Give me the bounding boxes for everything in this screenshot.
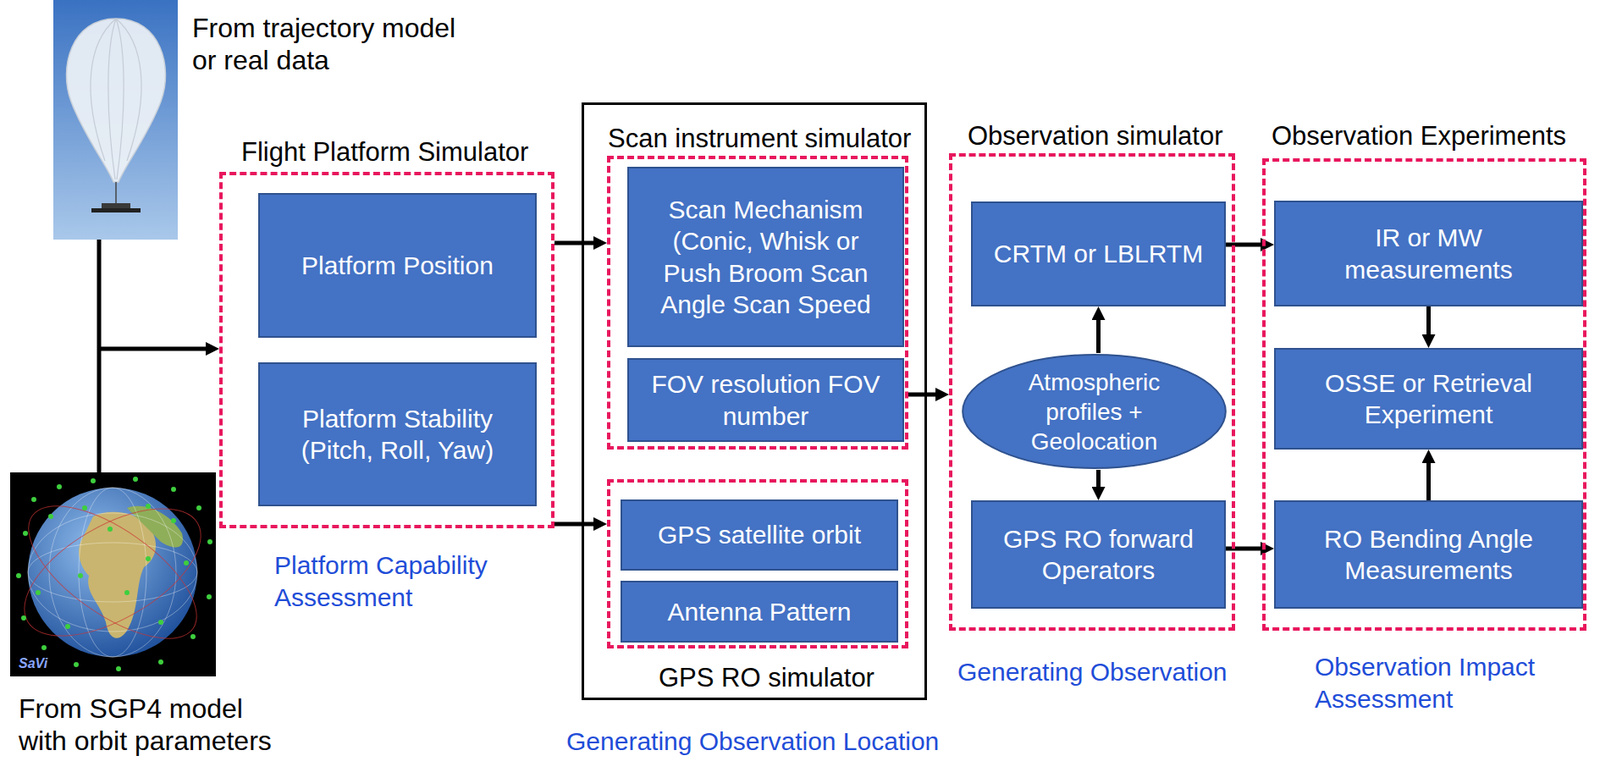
group-heading: Scan instrument simulator xyxy=(607,122,911,155)
flow-arrow xyxy=(1096,469,1101,491)
process-box: CRTM or LBLRTM xyxy=(971,201,1226,307)
process-box: IR or MW measurements xyxy=(1274,200,1584,307)
flow-arrow xyxy=(908,392,939,398)
group-heading: Flight Platform Simulator xyxy=(241,136,529,168)
dashed-group: GPS RO simulatorGPS satellite orbitAnten… xyxy=(606,479,909,649)
flow-arrow xyxy=(1225,242,1264,248)
globe-grid xyxy=(27,487,198,657)
globe-sphere xyxy=(27,487,198,657)
dashed-group: Scan instrument simulatorScan Mechanism … xyxy=(606,155,909,450)
box-label: IR or MW measurements xyxy=(1294,221,1563,286)
box-label: RO Bending Angle Measurements xyxy=(1294,523,1563,587)
process-box: Platform Stability (Pitch, Roll, Yaw) xyxy=(258,362,537,507)
dashed-group: Observation ExperimentsObservation Impac… xyxy=(1262,158,1587,631)
group-heading: Observation simulator xyxy=(967,120,1224,152)
input-wire xyxy=(99,239,210,473)
box-label: Platform Position xyxy=(301,249,494,282)
flow-arrow xyxy=(554,241,597,246)
orbit-traces xyxy=(4,481,221,664)
balloon-envelope xyxy=(66,18,166,183)
globe-background xyxy=(10,472,216,677)
balloon-payload xyxy=(101,203,131,209)
process-box: GPS satellite orbit xyxy=(620,499,899,571)
box-label: Antenna Pattern xyxy=(667,595,852,629)
flow-arrow xyxy=(1096,316,1101,354)
flow-arrow xyxy=(554,522,597,527)
dashed-group: Observation simulatorGenerating Observat… xyxy=(948,153,1236,631)
simulator-frame: Generating Observation LocationScan inst… xyxy=(581,102,927,701)
stage-caption: Observation Impact Assessment xyxy=(1314,651,1569,715)
source-note: From SGP4 model with orbit parameters xyxy=(18,692,286,758)
box-label: Scan Mechanism (Conic, Whisk or Push Bro… xyxy=(647,193,884,321)
box-label: Platform Stability (Pitch, Roll, Yaw) xyxy=(278,402,517,467)
box-label: OSSE or Retrieval Experiment xyxy=(1294,367,1563,431)
satellite-dots xyxy=(16,476,213,672)
box-label: FOV resolution FOV number xyxy=(647,368,884,432)
stage-caption: Generating Observation xyxy=(957,656,1228,689)
box-label: CRTM or LBLRTM xyxy=(993,237,1203,271)
balloon-solar-panel xyxy=(91,208,141,213)
globe-image xyxy=(4,472,221,677)
ellipse-shape xyxy=(962,354,1226,469)
group-heading: Observation Experiments xyxy=(1271,120,1567,152)
flow-arrow xyxy=(1426,459,1431,501)
box-label: GPS RO forward Operators xyxy=(991,523,1206,587)
stage-caption: Platform Capability Assessment xyxy=(274,549,520,613)
flow-arrow xyxy=(1225,546,1264,552)
process-box: Platform Position xyxy=(258,193,537,338)
ellipse-label: Atmospheric profiles + Geolocation xyxy=(1006,367,1183,457)
box-label: GPS satellite orbit xyxy=(657,518,861,552)
stage-caption: Generating Observation Location xyxy=(566,725,939,758)
image-logo: SaVi xyxy=(18,655,48,672)
process-box: GPS RO forward Operators xyxy=(971,500,1226,609)
sky-background xyxy=(53,0,178,240)
balloon-photo xyxy=(53,0,178,240)
process-box: OSSE or Retrieval Experiment xyxy=(1274,347,1584,450)
process-box: RO Bending Angle Measurements xyxy=(1274,500,1584,609)
process-box: Antenna Pattern xyxy=(620,580,899,643)
process-box: Scan Mechanism (Conic, Whisk or Push Bro… xyxy=(627,166,905,348)
dashed-group: Flight Platform SimulatorPlatform Capabi… xyxy=(219,171,555,529)
source-note: From trajectory model or real data xyxy=(192,11,472,78)
process-box: FOV resolution FOV number xyxy=(627,358,905,442)
balloon-gores xyxy=(90,18,142,180)
flow-arrow xyxy=(1426,306,1431,338)
group-heading: GPS RO simulator xyxy=(658,662,875,694)
data-ellipse: Atmospheric profiles + Geolocation xyxy=(960,353,1228,470)
